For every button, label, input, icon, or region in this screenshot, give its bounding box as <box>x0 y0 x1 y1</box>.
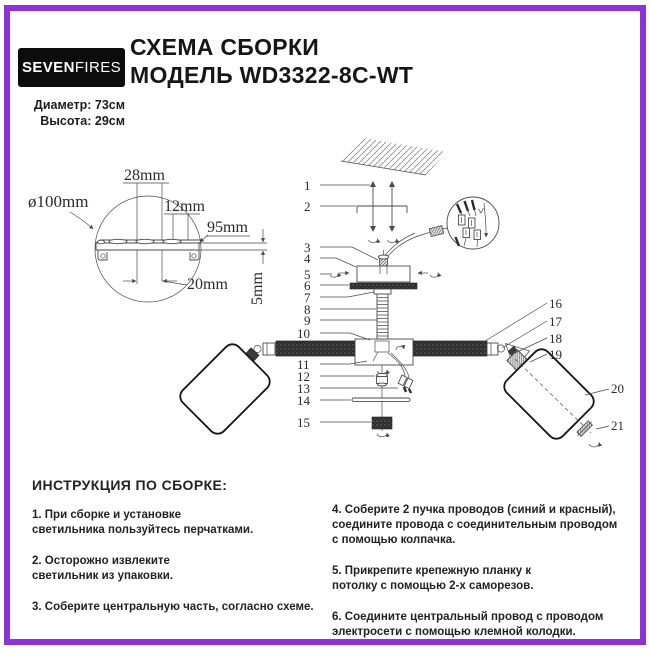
instruction-step-6: 6. Соедините центральный провод с провод… <box>332 611 604 638</box>
part-label-2: 2 <box>304 199 311 214</box>
title-line1: СХЕМА СБОРКИ <box>130 34 320 60</box>
bottom-cap <box>371 416 393 430</box>
product-dimensions: Диаметр: 73см Высота: 29см <box>8 97 125 129</box>
threaded-rod <box>373 288 392 340</box>
part-label-10: 10 <box>297 326 310 341</box>
part-label-18: 18 <box>549 331 562 346</box>
left-arm <box>275 340 356 357</box>
right-arm <box>412 340 488 357</box>
part-label-14: 14 <box>297 393 311 408</box>
dimension-5mm: 5mm <box>249 272 266 305</box>
instruction-step-4: 4. Соберите 2 пучка проводов (синий и кр… <box>332 504 618 546</box>
dimension-20mm: 20mm <box>187 276 228 293</box>
part-label-21: 21 <box>611 418 624 433</box>
part-label-11: 11 <box>297 357 310 372</box>
supply-wire <box>379 225 453 263</box>
part-labels: 1 2 3 4 5 6 7 8 9 10 11 12 13 14 15 16 1… <box>297 178 624 433</box>
part-label-7: 7 <box>304 290 311 305</box>
product-diameter: Диаметр: 73см <box>33 98 125 112</box>
shade-axis-line <box>514 358 592 434</box>
dimension-diameter-100mm: ø100mm <box>28 192 88 211</box>
part-label-8: 8 <box>304 302 311 317</box>
leader-lines <box>320 184 610 430</box>
product-height: Высота: 29см <box>40 114 125 128</box>
canopy-assembly <box>329 250 442 290</box>
ceiling-hatch <box>340 138 447 176</box>
page-title: СХЕМА СБОРКИ МОДЕЛЬ WD3322-8C-WT <box>130 33 413 89</box>
part-label-19: 19 <box>549 347 562 362</box>
left-shade <box>179 343 271 435</box>
instruction-step-1: 1. При сборке и установке светильника по… <box>32 509 254 536</box>
instruction-step-3: 3. Соберите центральную часть, согласно … <box>32 601 314 613</box>
bracket-detail-circle: ø100mm 28mm 12mm 95mm 20mm 5mm <box>28 167 267 305</box>
part-label-1: 1 <box>304 178 311 193</box>
instructions-heading: ИНСТРУКЦИЯ ПО СБОРКЕ: <box>32 477 228 493</box>
assembly-diagram: ø100mm 28mm 12mm 95mm 20mm 5mm <box>28 138 624 448</box>
part-label-20: 20 <box>611 381 624 396</box>
part-label-15: 15 <box>297 415 310 430</box>
instructions-right-column: 4. Соберите 2 пучка проводов (синий и кр… <box>332 503 642 656</box>
instruction-step-5: 5. Прикрепите крепежную планку к потолку… <box>332 565 534 592</box>
central-hub <box>351 338 414 438</box>
part-label-6: 6 <box>304 278 311 293</box>
canopy-plate <box>349 282 418 290</box>
decor-ring <box>351 397 411 402</box>
finial <box>576 420 603 448</box>
wire-detail-circle <box>446 196 500 250</box>
part-label-12: 12 <box>297 369 310 384</box>
instruction-step-2: 2. Осторожно извлеките светильник из упа… <box>32 555 174 582</box>
dimension-95mm: 95mm <box>207 219 248 236</box>
dimension-12mm: 12mm <box>164 198 205 215</box>
right-shade <box>503 348 595 440</box>
part-label-4: 4 <box>304 251 311 266</box>
part-label-16: 16 <box>549 296 563 311</box>
part-label-17: 17 <box>549 314 563 329</box>
part-label-5: 5 <box>304 267 311 282</box>
instructions-left-column: 1. При сборке и установке светильника по… <box>32 508 328 631</box>
mount-screws <box>368 181 400 244</box>
dimension-28mm: 28mm <box>124 167 165 184</box>
brand-logo-light: FIRES <box>74 59 122 76</box>
part-label-3: 3 <box>304 240 311 255</box>
part-label-13: 13 <box>297 381 310 396</box>
part-label-9: 9 <box>304 313 311 328</box>
brand-logo-bold: SEVEN <box>21 59 75 76</box>
mounting-bar <box>356 205 408 213</box>
title-line2: МОДЕЛЬ WD3322-8C-WT <box>130 62 414 88</box>
